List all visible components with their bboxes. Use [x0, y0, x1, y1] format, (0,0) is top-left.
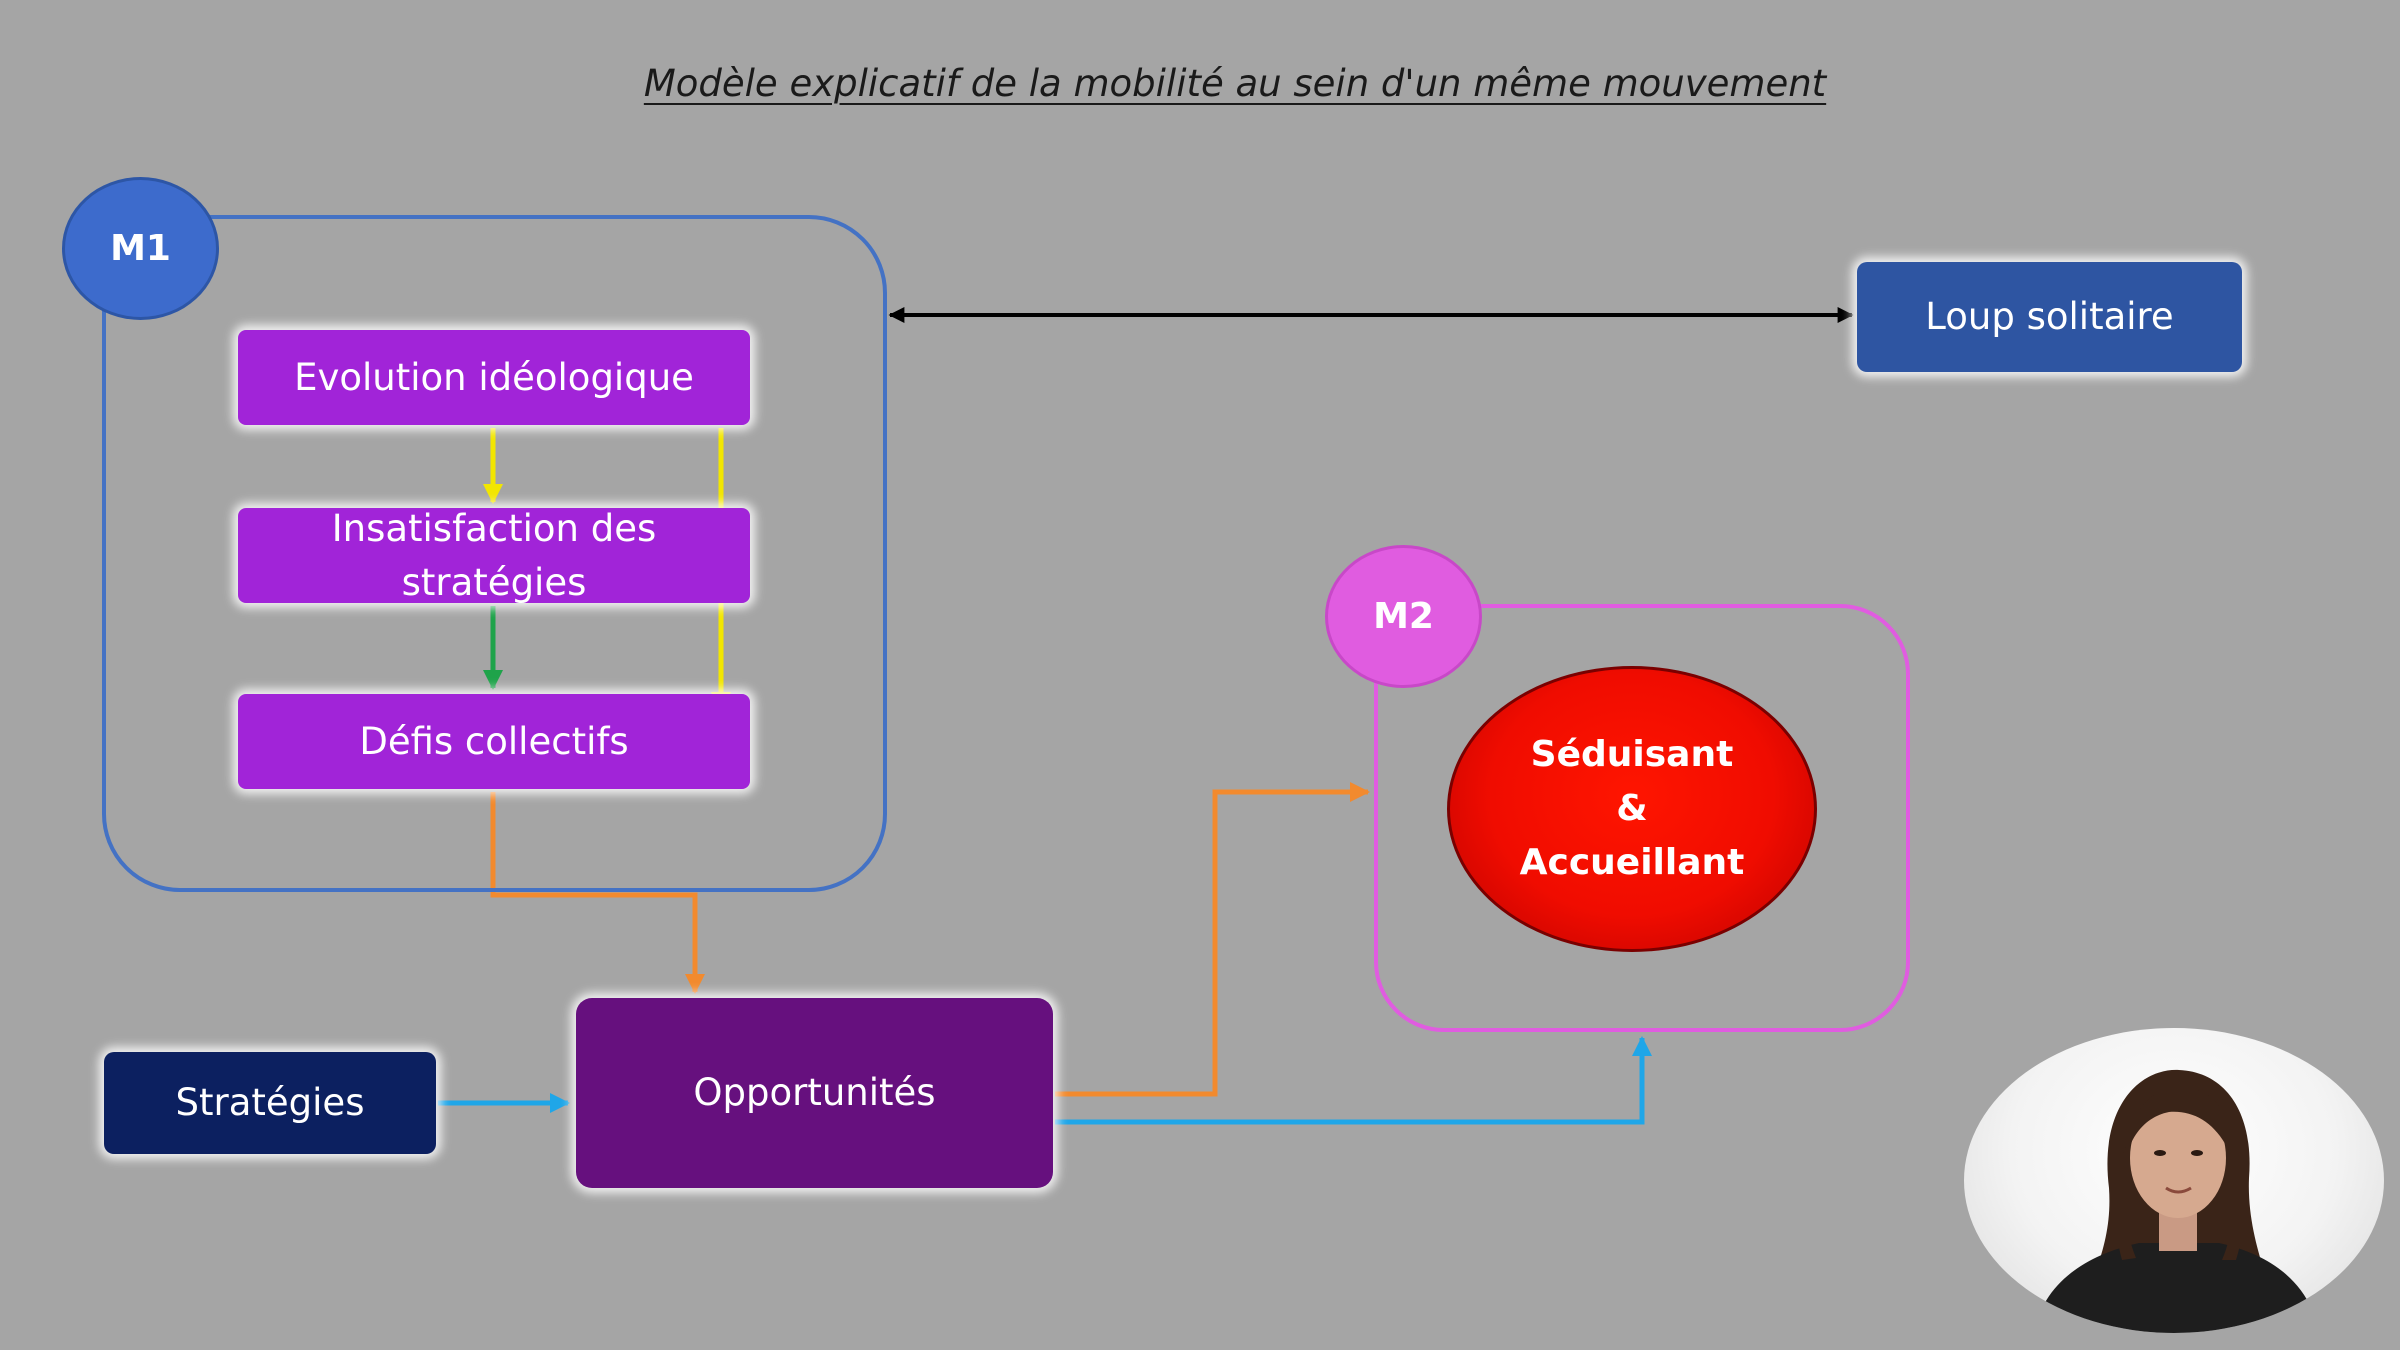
step-defis-collectifs: Défis collectifs [238, 694, 750, 789]
m2-badge: M2 [1325, 545, 1482, 688]
step-insatisfaction-label: Insatisfaction des stratégies [331, 506, 657, 604]
ellipse-line-2: & [1616, 788, 1648, 829]
ellipse-line-1: Séduisant [1530, 734, 1734, 775]
arrow-opportunites-m2-orange [1055, 782, 1370, 1097]
diagram-title: Modèle explicatif de la mobilité au sein… [643, 62, 1827, 105]
step-evolution-ideologique: Evolution idéologique [238, 330, 750, 425]
arrow-defis-opportunites [490, 792, 705, 994]
seduisant-accueillant-ellipse: Séduisant & Accueillant [1447, 666, 1817, 952]
step-insatisfaction-strategies: Insatisfaction des stratégies [238, 507, 750, 604]
strategies-box: Stratégies [104, 1052, 436, 1154]
m1-frame [102, 215, 887, 892]
opportunites-box: Opportunités [576, 998, 1053, 1188]
presenter-silhouette-icon [2034, 1069, 2319, 1333]
presenter-webcam [1964, 1028, 2384, 1333]
m1-badge: M1 [62, 177, 219, 320]
arrow-opportunites-m2-blue [1055, 1036, 1652, 1125]
loup-solitaire-box: Loup solitaire [1857, 262, 2242, 372]
ellipse-line-3: Accueillant [1519, 842, 1745, 883]
m2-frame [1374, 604, 1910, 1032]
